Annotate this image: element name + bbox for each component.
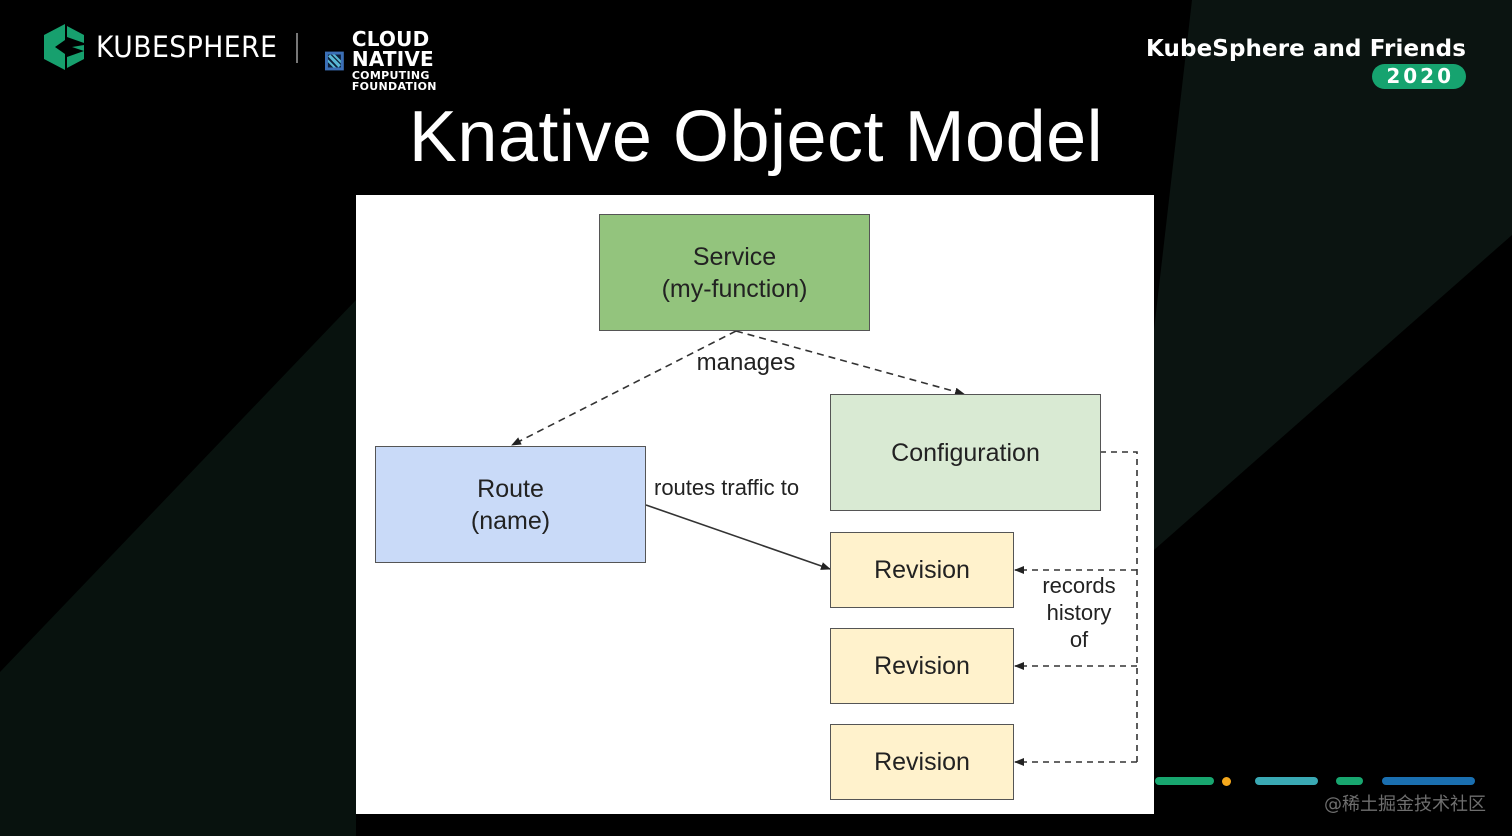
- service-name: (my-function): [661, 274, 808, 303]
- accent-segment-green-short: [1336, 777, 1363, 785]
- header-logos: KUBESPHERE CLOUD NATIVE COMPUTING FOUNDA…: [44, 24, 436, 92]
- service-node: Service (my-function): [599, 214, 870, 331]
- accent-segment-teal: [1255, 777, 1318, 785]
- kubesphere-wordmark: KUBESPHERE: [96, 30, 278, 64]
- configuration-label: Configuration: [891, 438, 1040, 467]
- accent-dot-orange: [1222, 777, 1231, 786]
- accent-segment-green: [1155, 777, 1214, 785]
- revision-node-2: Revision: [830, 628, 1014, 704]
- history-line: history: [1046, 600, 1112, 625]
- watermark: @稀土掘金技术社区: [1324, 794, 1486, 815]
- routes-traffic-edge-label: routes traffic to: [654, 475, 800, 500]
- route-label: Route: [477, 474, 544, 503]
- knative-diagram: Service (my-function) Route (name) Confi…: [356, 195, 1154, 814]
- revision-label-1: Revision: [874, 556, 970, 584]
- revision-label-2: Revision: [874, 652, 970, 680]
- route-node: Route (name): [375, 446, 646, 563]
- cncf-logo: CLOUD NATIVE COMPUTING FOUNDATION: [325, 29, 450, 92]
- configuration-node: Configuration: [830, 394, 1101, 511]
- event-title: KubeSphere and Friends: [1146, 36, 1466, 62]
- records-line: records: [1042, 573, 1116, 598]
- event-year-badge: 2020: [1372, 64, 1466, 89]
- records-history-edge-label: records history of: [1032, 572, 1126, 653]
- kubesphere-hexagon-icon: [44, 24, 84, 70]
- slide-title: Knative Object Model: [408, 97, 1104, 177]
- accent-segment-blue: [1382, 777, 1475, 785]
- diagram-edges: [511, 330, 1138, 766]
- cncf-square-icon: [325, 51, 344, 70]
- revision-node-1: Revision: [830, 532, 1014, 608]
- manages-edge-label: manages: [696, 349, 796, 376]
- cncf-line2: COMPUTING FOUNDATION: [351, 69, 437, 93]
- header-divider: [296, 33, 298, 63]
- kubesphere-logo: KUBESPHERE: [44, 24, 293, 70]
- route-name: (name): [470, 506, 551, 535]
- of-line: of: [1069, 627, 1089, 652]
- event-branding: KubeSphere and Friends 2020: [1146, 36, 1466, 89]
- cncf-line1: CLOUD NATIVE: [351, 27, 434, 71]
- revision-label-3: Revision: [874, 748, 970, 776]
- revision-node-3: Revision: [830, 724, 1014, 800]
- service-label: Service: [692, 242, 777, 271]
